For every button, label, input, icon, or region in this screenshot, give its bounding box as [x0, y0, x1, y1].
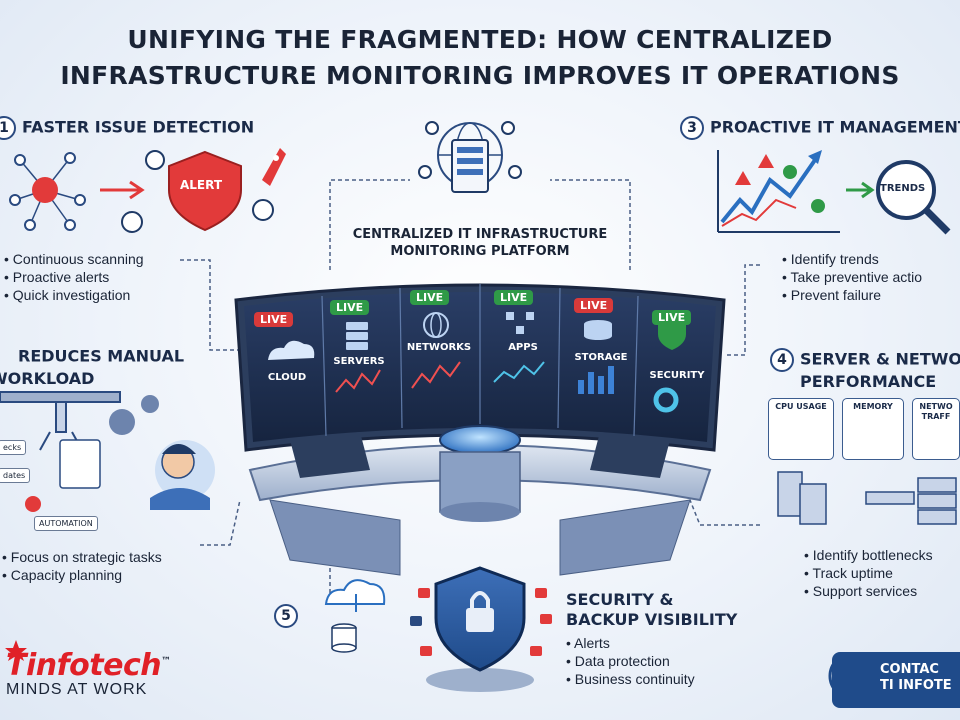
monitor-wall	[234, 283, 726, 452]
relaxed-person-icon	[150, 440, 215, 510]
section-5-bullet: Alerts	[566, 634, 695, 652]
section-4-title-line-2: PERFORMANCE	[800, 372, 937, 391]
section-4-title-line-1: SERVER & NETWO	[800, 349, 960, 369]
tile-live-badge-apps: LIVE	[494, 290, 534, 305]
logo-tagline: MINDS AT WORK	[6, 681, 148, 698]
section-5-title-line-2: BACKUP VISIBILITY	[566, 610, 738, 629]
cloud-upload-icon	[324, 579, 386, 612]
tile-live-badge-storage: LIVE	[574, 298, 614, 313]
trends-label: TRENDS	[880, 183, 926, 194]
padlocks-icon	[410, 588, 552, 656]
logo-wordmark: Tinfotech™	[6, 648, 171, 683]
section-5-bullet: Data protection	[566, 652, 695, 670]
section-4-bullet: Track uptime	[804, 564, 933, 582]
rocket-icon	[262, 148, 286, 186]
tile-live-badge-servers: LIVE	[330, 300, 370, 315]
page-title: UNIFYING THE FRAGMENTED: HOW CENTRALIZED…	[0, 22, 960, 94]
section-1-title: FASTER ISSUE DETECTION	[22, 117, 255, 137]
section-3-title: PROACTIVE IT MANAGEMENT	[710, 117, 960, 137]
section-4-bullet: Identify bottlenecks	[804, 546, 933, 564]
section-4-bullet: Support services	[804, 582, 933, 600]
tile-label-networks: NETWORKS	[406, 342, 472, 353]
platform-label: CENTRALIZED IT INFRASTRUCTURE MONITORING…	[330, 226, 630, 260]
control-desk	[248, 425, 712, 576]
tile-live-badge-cloud: LIVE	[254, 312, 294, 327]
section-1-bullets: Continuous scanning Proactive alerts Qui…	[4, 250, 144, 304]
section-2-title-line-1: REDUCES MANUAL	[18, 346, 185, 366]
section-4-number: 4	[770, 348, 794, 372]
tile-label-servers: SERVERS	[333, 356, 385, 367]
section-5-bullets: Alerts Data protection Business continui…	[566, 634, 695, 688]
section-1-bullet: Proactive alerts	[4, 268, 144, 286]
section-5-number-wrap: 5	[274, 604, 304, 628]
cpu-usage-card: CPU USAGE	[768, 398, 834, 460]
network-traffic-card: NETWO TRAFF	[912, 398, 960, 460]
section-1-number: 1	[0, 116, 16, 140]
section-5-number: 5	[274, 604, 298, 628]
section-2-bullet: Capacity planning	[2, 566, 162, 584]
section-2-heading: REDUCES MANUAL WORKLOAD	[0, 345, 184, 389]
alert-label: ALERT	[180, 178, 223, 192]
tile-label-storage: STORAGE	[574, 352, 628, 363]
tile-live-badge-security: LIVE	[652, 310, 692, 325]
memory-card: MEMORY	[842, 398, 904, 460]
stopwatch-icon	[121, 150, 274, 233]
platform-label-line-1: CENTRALIZED IT INFRASTRUCTURE	[352, 227, 608, 242]
section-3-bullet: Identify trends	[782, 250, 922, 268]
alert-shield-icon	[168, 150, 242, 232]
section-5-bullet: Business continuity	[566, 670, 695, 688]
network-graph-icon	[9, 152, 86, 231]
section-3-bullet: Take preventive actio	[782, 268, 923, 286]
tile-label-cloud: CLOUD	[267, 372, 307, 383]
section-1-heading: 1 FASTER ISSUE DETECTION	[0, 116, 254, 140]
section-4-bullets: Identify bottlenecks Track uptime Suppor…	[804, 546, 933, 600]
database-icon	[331, 623, 357, 653]
tag-automation: AUTOMATION	[34, 516, 98, 531]
contact-line-1: CONTAC	[880, 662, 939, 677]
contact-line-2: TI INFOTE	[880, 678, 952, 693]
central-network-node-icon	[418, 121, 522, 193]
red-arrow-icon	[100, 180, 145, 200]
section-3-bullet: Prevent failure	[782, 286, 922, 304]
section-2-bullet: Focus on strategic tasks	[2, 548, 162, 566]
tag-updates: dates	[0, 468, 31, 483]
connector-lines	[180, 179, 760, 600]
section-5-title-line-1: SECURITY &	[566, 590, 674, 609]
section-2-bullets: Focus on strategic tasks Capacity planni…	[2, 548, 162, 584]
magnifier-icon	[876, 160, 951, 235]
server-rack-icon	[777, 471, 957, 525]
security-shield-lock-icon	[426, 566, 534, 692]
tinfotech-logo[interactable]: Tinfotech™ MINDS AT WORK	[6, 648, 171, 699]
tile-label-security: SECURITY	[649, 370, 705, 381]
tile-label-apps: APPS	[508, 342, 538, 353]
logo-text: Tinfotech	[6, 648, 162, 683]
title-line-1: UNIFYING THE FRAGMENTED: HOW CENTRALIZED	[127, 25, 833, 54]
section-3-heading: 3 PROACTIVE IT MANAGEMENT	[680, 116, 960, 140]
section-1-bullet: Continuous scanning	[4, 250, 144, 268]
tile-live-badge-networks: LIVE	[410, 290, 450, 305]
section-4-heading: 4 SERVER & NETWO PERFORMANCE	[770, 348, 960, 392]
gears-icon	[25, 395, 159, 512]
green-arrow-icon	[846, 181, 875, 199]
document-icon	[59, 439, 101, 489]
section-5-heading: SECURITY & BACKUP VISIBILITY	[566, 590, 737, 630]
tag-checks: ecks	[0, 440, 27, 455]
trend-chart-icon	[717, 150, 840, 233]
section-2-title-line-2: WORKLOAD	[0, 369, 95, 388]
platform-label-line-2: MONITORING PLATFORM	[390, 244, 570, 259]
section-1-bullet: Quick investigation	[4, 286, 144, 304]
logo-star-icon	[5, 640, 27, 661]
title-line-2: INFRASTRUCTURE MONITORING IMPROVES IT OP…	[60, 61, 900, 90]
logo-trademark: ™	[161, 656, 171, 667]
contact-button[interactable]: CONTAC TI INFOTE	[832, 652, 960, 708]
section-3-number: 3	[680, 116, 704, 140]
section-3-bullets: Identify trends Take preventive actio Pr…	[782, 250, 923, 304]
